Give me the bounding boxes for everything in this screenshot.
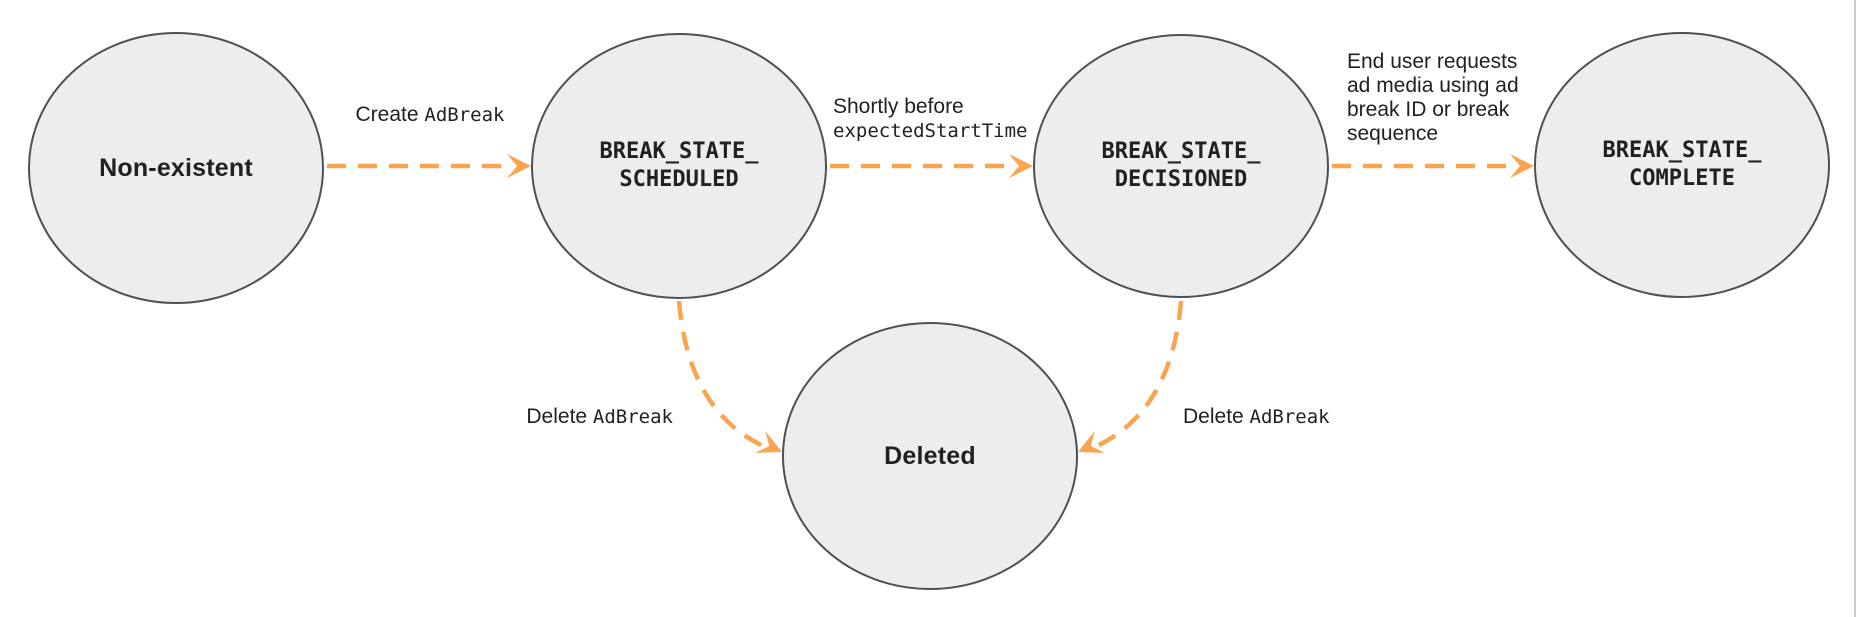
state-node-deleted — [782, 322, 1078, 590]
arrowhead-shortly-before — [1009, 154, 1033, 178]
transition-label-code: AdBreak — [1249, 406, 1330, 428]
right-border-line — [1854, 0, 1856, 617]
transition-label-create-adbreak: Create AdBreak — [340, 102, 520, 128]
transition-label-delete-adbreak-right: Delete AdBreak — [1183, 404, 1330, 430]
transition-label-text: Shortly before — [833, 95, 964, 118]
arrowhead-create-adbreak — [507, 154, 531, 178]
arrowhead-delete-adbreak-right — [1078, 430, 1105, 453]
transition-label-end-user-requests: End user requests ad media using ad brea… — [1347, 50, 1557, 146]
transition-label-text: Delete — [1183, 405, 1250, 428]
state-node-break-state-scheduled — [531, 33, 827, 299]
transition-arrow-delete-adbreak-left — [676, 300, 764, 449]
transition-label-line: break ID or break — [1347, 98, 1510, 121]
transition-label-line: sequence — [1347, 122, 1439, 145]
transition-label-text: Create — [355, 103, 425, 126]
transition-label-code: AdBreak — [592, 406, 673, 428]
transition-label-line: End user requests — [1347, 50, 1518, 73]
transition-label-delete-adbreak-left: Delete AdBreak — [493, 404, 673, 430]
arrowhead-end-user-requests — [1510, 154, 1534, 178]
transition-label-shortly-before: Shortly before expectedStartTime — [833, 94, 1027, 144]
transition-label-code: expectedStartTime — [833, 120, 1028, 142]
state-node-break-state-decisioned — [1033, 34, 1329, 298]
transition-label-line: ad media using ad — [1347, 74, 1519, 97]
arrowhead-delete-adbreak-left — [755, 430, 782, 453]
state-node-break-state-complete — [1534, 32, 1830, 298]
transition-label-code: AdBreak — [424, 104, 505, 126]
transition-arrow-delete-adbreak-right — [1096, 300, 1184, 449]
state-node-non-existent — [28, 32, 324, 304]
transition-label-text: Delete — [526, 405, 593, 428]
